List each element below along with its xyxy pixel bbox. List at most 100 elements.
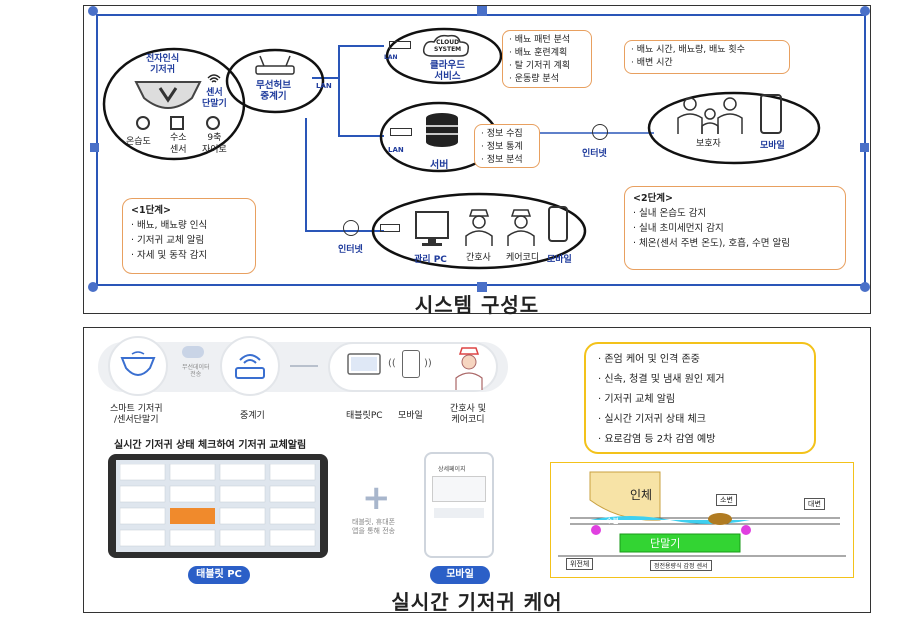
system-diagram-panel: 전자인식 기저귀 센서 단말기 온습도 수소 센서 9축 자이로 무선허브 중계… bbox=[83, 5, 871, 317]
cloud-icon bbox=[422, 34, 470, 57]
server-item: 정보 분석 bbox=[481, 154, 533, 167]
mobile-phone-icon bbox=[760, 94, 782, 134]
system-diagram-caption: 시스템 구성도 bbox=[414, 293, 540, 317]
resize-handle-ml[interactable] bbox=[90, 143, 99, 152]
router-icon bbox=[255, 55, 295, 75]
server-info-list: 정보 수집 정보 통계 정보 분석 bbox=[474, 124, 540, 168]
mobile-icon bbox=[402, 350, 420, 378]
wifi-icon bbox=[207, 74, 221, 83]
care-benefit-item: 실시간 기저귀 상태 체크 bbox=[598, 410, 802, 430]
cloud-transfer-caption: 무선데이터 전송 bbox=[182, 364, 210, 378]
diaper-care-caption: 실시간 기저귀 케어 bbox=[391, 590, 563, 614]
plus-icon: + bbox=[362, 478, 391, 518]
mobile-label: 모바일 bbox=[398, 411, 423, 421]
cloud-item: 배뇨 훈련계획 bbox=[509, 47, 585, 60]
repeater-icon bbox=[235, 354, 265, 379]
lan-plug-icon-care bbox=[380, 224, 400, 232]
diaper-icon bbox=[134, 81, 202, 109]
server-database-icon bbox=[426, 113, 458, 147]
moisture-label: 수분 bbox=[606, 517, 619, 525]
globe-icon-mid bbox=[592, 124, 608, 140]
lan-plug-icon-cloud bbox=[389, 41, 411, 49]
care-benefit-item: 요로감염 등 2차 감염 예방 bbox=[598, 430, 802, 450]
stage1-box: <1단계> 배뇨, 배뇨량 인식 기저귀 교체 알림 자세 및 동작 감지 bbox=[122, 198, 256, 274]
care-coordinator-icon bbox=[507, 209, 535, 246]
sensor-temp-humidity: 온습도 bbox=[126, 137, 151, 147]
capacitive-sensor-label: 정전용량식 감정 센서 bbox=[650, 560, 712, 571]
mobile-badge: 모바일 bbox=[430, 566, 490, 584]
guardian-label: 보호자 bbox=[696, 139, 721, 149]
signal-icon: (( bbox=[388, 358, 396, 369]
sensor-terminal-label: 센서 단말기 bbox=[202, 88, 227, 109]
server-item: 정보 수집 bbox=[481, 128, 533, 141]
nurse-illustration bbox=[455, 347, 483, 390]
gyro-sensor-icon bbox=[206, 116, 220, 130]
stage1-item: 자세 및 동작 감지 bbox=[131, 248, 247, 263]
resize-handle-tl[interactable] bbox=[88, 6, 98, 16]
server-item: 정보 통계 bbox=[481, 141, 533, 154]
resize-handle-tr[interactable] bbox=[860, 6, 870, 16]
cloud-analysis-list: 배뇨 패턴 분석 배뇨 훈련계획 탈 기저귀 계획 운동량 분석 bbox=[502, 30, 592, 88]
lan-label-server: LAN bbox=[388, 146, 404, 154]
cloud-item: 배뇨 패턴 분석 bbox=[509, 34, 585, 47]
lan-plug-icon-server bbox=[390, 128, 412, 136]
guardian-mobile-label: 모바일 bbox=[760, 141, 785, 151]
care-benefit-list: 존엄 케어 및 인격 존중 신속, 청결 및 냄새 원인 제거 기저귀 교체 알… bbox=[584, 342, 816, 454]
lan-label-cloud: LAN bbox=[384, 54, 398, 61]
resize-handle-bl[interactable] bbox=[88, 282, 98, 292]
cloud-service-label: 클라우드 서비스 bbox=[430, 60, 465, 82]
hydrogen-sensor-icon bbox=[170, 116, 184, 130]
diaper-care-panel: 무선데이터 전송 (( )) 스마트 기저귀 /센서단말기 중계기 태블릿PC … bbox=[83, 327, 871, 614]
lan-label-hub: LAN bbox=[316, 82, 332, 90]
cloud-transfer-icon bbox=[182, 346, 204, 358]
urination-item: 배뇨 시간, 배뇨량, 배뇨 횟수 bbox=[631, 44, 783, 57]
cloud-system-title: CLOUD SYSTEM bbox=[434, 39, 462, 53]
internet-mid-label: 인터넷 bbox=[582, 149, 607, 159]
urine-label: 소변 bbox=[716, 494, 737, 506]
cloud-item: 탈 기저귀 계획 bbox=[509, 60, 585, 73]
care-benefit-item: 기저귀 교체 알림 bbox=[598, 390, 802, 410]
care-coordinator-label: 케어코디 bbox=[506, 253, 540, 263]
sensor-gyro: 9축 자이로 bbox=[202, 133, 227, 155]
resize-handle-bc[interactable] bbox=[477, 282, 487, 292]
phone-screen-title: 상세페이지 bbox=[438, 466, 466, 473]
diaper-label: 전자인식 기저귀 bbox=[146, 54, 180, 75]
stage1-title: <1단계> bbox=[131, 205, 172, 216]
care-nurse-label: 간호사 bbox=[466, 253, 491, 263]
care-benefit-item: 존엄 케어 및 인격 존중 bbox=[598, 350, 802, 370]
stage2-item: 체온(센서 주변 온도), 호흡, 수면 알림 bbox=[633, 236, 837, 251]
care-mobile-icon bbox=[548, 206, 568, 242]
stage2-box: <2단계> 실내 온습도 감지 실내 초미세먼지 감지 체온(센서 주변 온도)… bbox=[624, 186, 846, 270]
urination-item: 배변 시간 bbox=[631, 57, 783, 70]
repeater-circle bbox=[220, 336, 280, 396]
realtime-title: 실시간 기저귀 상태 체크하여 기저귀 교체알림 bbox=[114, 440, 307, 451]
bottom-left-label: 위전체 bbox=[566, 558, 594, 570]
cross-section-drawing bbox=[558, 471, 846, 557]
temp-humidity-sensor-icon bbox=[136, 116, 150, 130]
stage2-title: <2단계> bbox=[633, 193, 674, 204]
internet-bottom-label: 인터넷 bbox=[338, 245, 363, 255]
terminal-label: 단말기 bbox=[650, 537, 681, 550]
wireless-hub-label: 무선허브 중계기 bbox=[256, 80, 291, 102]
stage2-item: 실내 온습도 감지 bbox=[633, 206, 837, 221]
plus-caption: 태블릿, 휴대폰 앱을 통해 전송 bbox=[352, 518, 396, 535]
signal-icon-right: )) bbox=[424, 358, 432, 369]
care-mobile-label: 모바일 bbox=[547, 255, 572, 265]
tablet-pc-label: 태블릿PC bbox=[346, 411, 383, 421]
care-benefit-item: 신속, 청결 및 냄새 원인 제거 bbox=[598, 370, 802, 390]
server-label: 서버 bbox=[430, 160, 449, 171]
resize-handle-mr[interactable] bbox=[860, 143, 869, 152]
cloud-item: 운동량 분석 bbox=[509, 73, 585, 86]
monitor-icon bbox=[415, 211, 449, 246]
tablet-status-grid bbox=[120, 464, 316, 547]
body-label: 인체 bbox=[630, 488, 653, 502]
resize-handle-br[interactable] bbox=[860, 282, 870, 292]
stage1-item: 기저귀 교체 알림 bbox=[131, 233, 247, 248]
repeater-label: 중계기 bbox=[240, 411, 265, 421]
resize-handle-tc[interactable] bbox=[477, 6, 487, 16]
globe-icon-bottom bbox=[343, 220, 359, 236]
phone-screen-text bbox=[434, 508, 484, 518]
tablet-pc-badge: 태블릿 PC bbox=[188, 566, 250, 584]
tablet-icon bbox=[347, 353, 381, 375]
phone-screen-table bbox=[432, 476, 486, 502]
